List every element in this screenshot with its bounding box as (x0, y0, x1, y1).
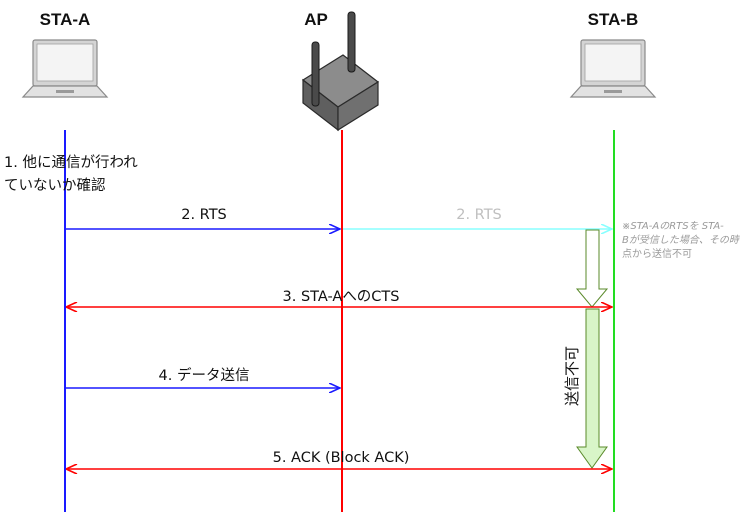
sta-b-laptop-icon (569, 39, 657, 98)
sta-a-laptop-icon (21, 39, 109, 98)
cts-label: 3. STA-AへのCTS (283, 289, 400, 305)
blocked-label: 送信不可 (563, 346, 581, 406)
transmission-blocked-arrow (575, 229, 609, 469)
access-point-router-icon (301, 11, 380, 132)
note-line3: 点から送信不可 (622, 247, 692, 260)
data-send-label: 4. データ送信 (159, 366, 250, 384)
ack-label: 5. ACK (Block ACK) (273, 450, 410, 466)
sta-b-title: STA-B (588, 10, 639, 29)
note-line2: Bが受信した場合、その時 (622, 234, 741, 246)
rts-label: 2. RTS (181, 207, 227, 223)
sta-a-title: STA-A (40, 10, 91, 29)
rts-forward-label: 2. RTS (456, 207, 502, 223)
ap-title: AP (304, 10, 328, 29)
note-line1: ※STA-AのRTSを STA- (622, 221, 724, 232)
step1-line2: ていないか確認 (4, 177, 106, 194)
step1-line1: 1. 他に通信が行われ (4, 154, 138, 171)
